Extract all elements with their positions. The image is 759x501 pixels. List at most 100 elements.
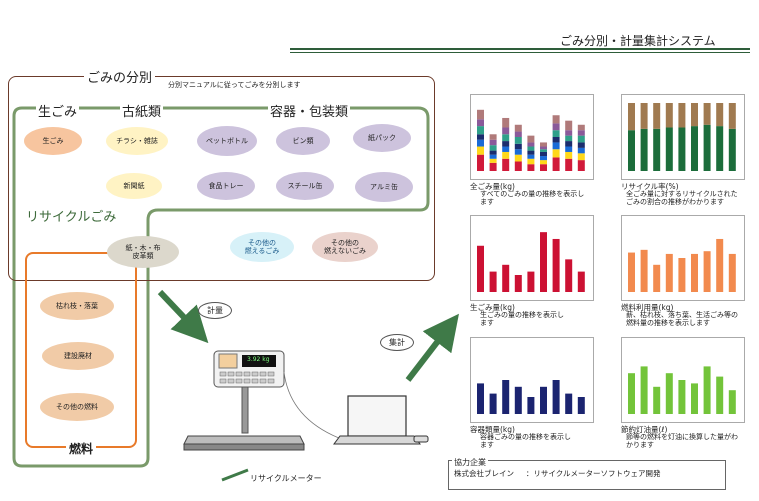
chart-description: すべてのごみの量の推移を表示し ます: [480, 190, 585, 206]
bar-segment: [552, 123, 560, 131]
item-sonota-nenryo: その他の燃料: [40, 393, 114, 421]
bar: [653, 386, 661, 414]
bar: [640, 366, 648, 414]
bar: [514, 275, 522, 292]
bar-segment: [691, 126, 698, 171]
bar-segment: [514, 131, 522, 137]
bar-segment: [552, 137, 560, 143]
bar-segment: [527, 146, 535, 151]
item-alumi: アルミ缶: [355, 172, 413, 202]
shukei-label: 集計: [380, 334, 414, 351]
bar: [477, 245, 484, 292]
bar: [565, 393, 573, 414]
chart-title: リサイクル率(%): [621, 182, 679, 191]
item-moenai: その他の 燃えないごみ: [312, 232, 378, 262]
header-rule: [290, 48, 750, 50]
bar-segment: [540, 156, 547, 161]
chart-fuel: [621, 215, 745, 301]
chart-description: 全ごみ量に対するリサイクルされた ごみの割合の推移がわかります: [626, 190, 738, 206]
chart-title: 燃料利用量(kg): [621, 303, 674, 312]
partner-role: ：リサイクルメーターソフトウェア開発: [525, 469, 661, 478]
bar-segment: [678, 127, 686, 171]
bar-segment: [477, 154, 484, 171]
recycle-meter-icon: [183, 350, 305, 451]
bar-segment: [527, 142, 535, 147]
bar-segment: [552, 157, 560, 171]
bar: [540, 232, 547, 292]
bar: [640, 249, 648, 292]
bar-segment: [489, 150, 497, 155]
bar-segment: [640, 128, 648, 171]
bar-segment: [514, 154, 522, 162]
bar-segment: [565, 151, 573, 159]
recycle-frame: [12, 106, 430, 468]
bar: [653, 264, 661, 292]
bar-segment: [665, 127, 673, 171]
bar-segment: [477, 126, 484, 135]
bar-segment: [489, 158, 497, 163]
arrow-to-scale: [157, 289, 209, 344]
arrow-to-charts: [405, 313, 459, 382]
item-chirashi: チラシ・雑誌: [106, 127, 168, 155]
chart-title: 生ごみ量(kg): [470, 303, 515, 312]
bar: [577, 397, 585, 414]
chart-container: [470, 337, 594, 423]
item-karieda: 枯れ枝・落葉: [40, 292, 114, 320]
bar-segment: [477, 134, 484, 140]
bar-segment: [502, 151, 510, 159]
bar: [691, 253, 698, 292]
bar: [489, 271, 497, 292]
bar: [728, 390, 736, 414]
system-title: ごみ分別・計量集計システム: [560, 34, 716, 48]
item-bin: ビン類: [276, 127, 330, 155]
bar-segment: [514, 149, 522, 155]
item-kami-pack: 紙パック: [353, 124, 411, 152]
bar: [565, 259, 573, 292]
bar-segment: [565, 120, 573, 131]
bar-segment: [489, 145, 497, 151]
bar-segment: [565, 158, 573, 171]
bar-segment: [502, 158, 510, 171]
bar-segment: [640, 103, 648, 129]
bar-segment: [527, 135, 535, 143]
bar-segment: [665, 103, 673, 128]
header-rule-thin: [290, 52, 750, 53]
bar: [502, 380, 510, 414]
bar-segment: [716, 103, 724, 127]
category-yoki: 容器・包装類: [268, 101, 351, 120]
bar-segment: [540, 151, 547, 157]
bar-segment: [489, 134, 497, 140]
meter-label: リサイクルメーター: [250, 474, 322, 483]
sorting-frame: [8, 76, 435, 281]
item-shokuhin-tray: 食品トレー: [197, 172, 255, 200]
bar: [527, 271, 535, 292]
bar-segment: [565, 130, 573, 136]
bar: [502, 264, 510, 292]
bar: [703, 366, 711, 414]
chart-zengomi: [470, 94, 594, 180]
bar-segment: [489, 162, 497, 171]
meter-display: 3.92 kg: [247, 356, 270, 363]
item-kenchiku: 建設廃材: [42, 342, 114, 370]
bar-segment: [477, 139, 484, 147]
bar-segment: [489, 154, 497, 159]
chart-description: 節等の燃料を灯油に換算した量がわ かります: [626, 433, 738, 449]
bar-segment: [502, 117, 510, 128]
bar-segment: [728, 128, 736, 171]
bar: [527, 397, 535, 414]
bar-segment: [577, 130, 585, 136]
category-namagomi: 生ごみ: [36, 101, 80, 120]
keiryo-label: 計量: [198, 302, 232, 319]
bar-segment: [527, 150, 535, 155]
chart-title: 節約灯油量(ℓ): [621, 425, 668, 434]
bar-segment: [577, 124, 585, 131]
bar: [540, 386, 547, 414]
bar: [577, 271, 585, 292]
partner-company: 株式会社ブレイン: [454, 469, 514, 478]
bar: [691, 383, 698, 414]
bar-segment: [577, 142, 585, 148]
bar-segment: [728, 103, 736, 129]
bar-segment: [577, 153, 585, 161]
